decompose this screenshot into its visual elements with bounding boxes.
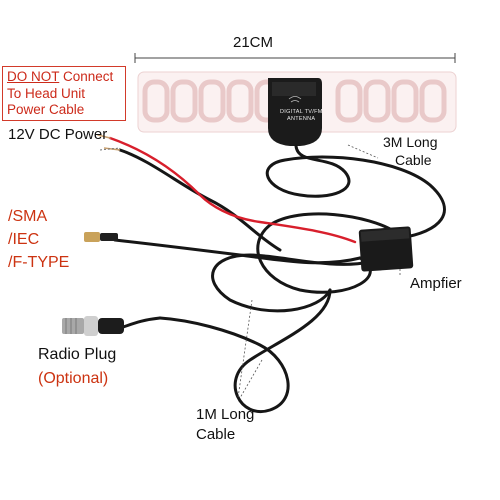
amplifier-box	[358, 226, 414, 272]
warning-line-1-rest: Connect	[59, 69, 114, 84]
sma-connector	[84, 232, 118, 242]
power-label: 12V DC Power	[8, 126, 108, 143]
connector-label-sma: /SMA	[8, 208, 48, 225]
warning-box: DO NOT Connect To Head Unit Power Cable	[2, 66, 126, 121]
antenna-text-2: ANTENNA	[287, 116, 316, 122]
warning-line-1: DO NOT Connect	[7, 69, 121, 86]
cable-1m-label-2: Cable	[196, 426, 236, 443]
radio-plug-label: Radio Plug	[38, 346, 117, 363]
red-power-cable	[97, 134, 357, 244]
cable-3m-label-2: Cable	[395, 152, 432, 168]
connector-label-iec: /IEC	[8, 231, 40, 248]
antenna-text-1: DIGITAL TV/FM	[280, 109, 323, 115]
dimension-label: 21CM	[233, 34, 274, 51]
radio-optional-label: (Optional)	[38, 370, 109, 387]
amplifier-label: Ampfier	[410, 275, 462, 292]
cable-3m-label-1: 3M Long	[383, 134, 438, 150]
callout-lines	[99, 144, 401, 399]
wave-icon	[288, 96, 302, 103]
warning-line-2: To Head Unit	[7, 85, 86, 101]
warning-emphasis: DO NOT	[7, 69, 60, 84]
cable-1m-label-1: 1M Long	[196, 406, 255, 423]
antenna-module	[268, 78, 322, 146]
radio-plug	[62, 316, 124, 336]
connector-label-ftype: /F-TYPE	[8, 254, 70, 271]
dimension-line	[134, 53, 456, 63]
warning-line-3: Power Cable	[7, 102, 85, 117]
black-cables	[113, 144, 446, 414]
